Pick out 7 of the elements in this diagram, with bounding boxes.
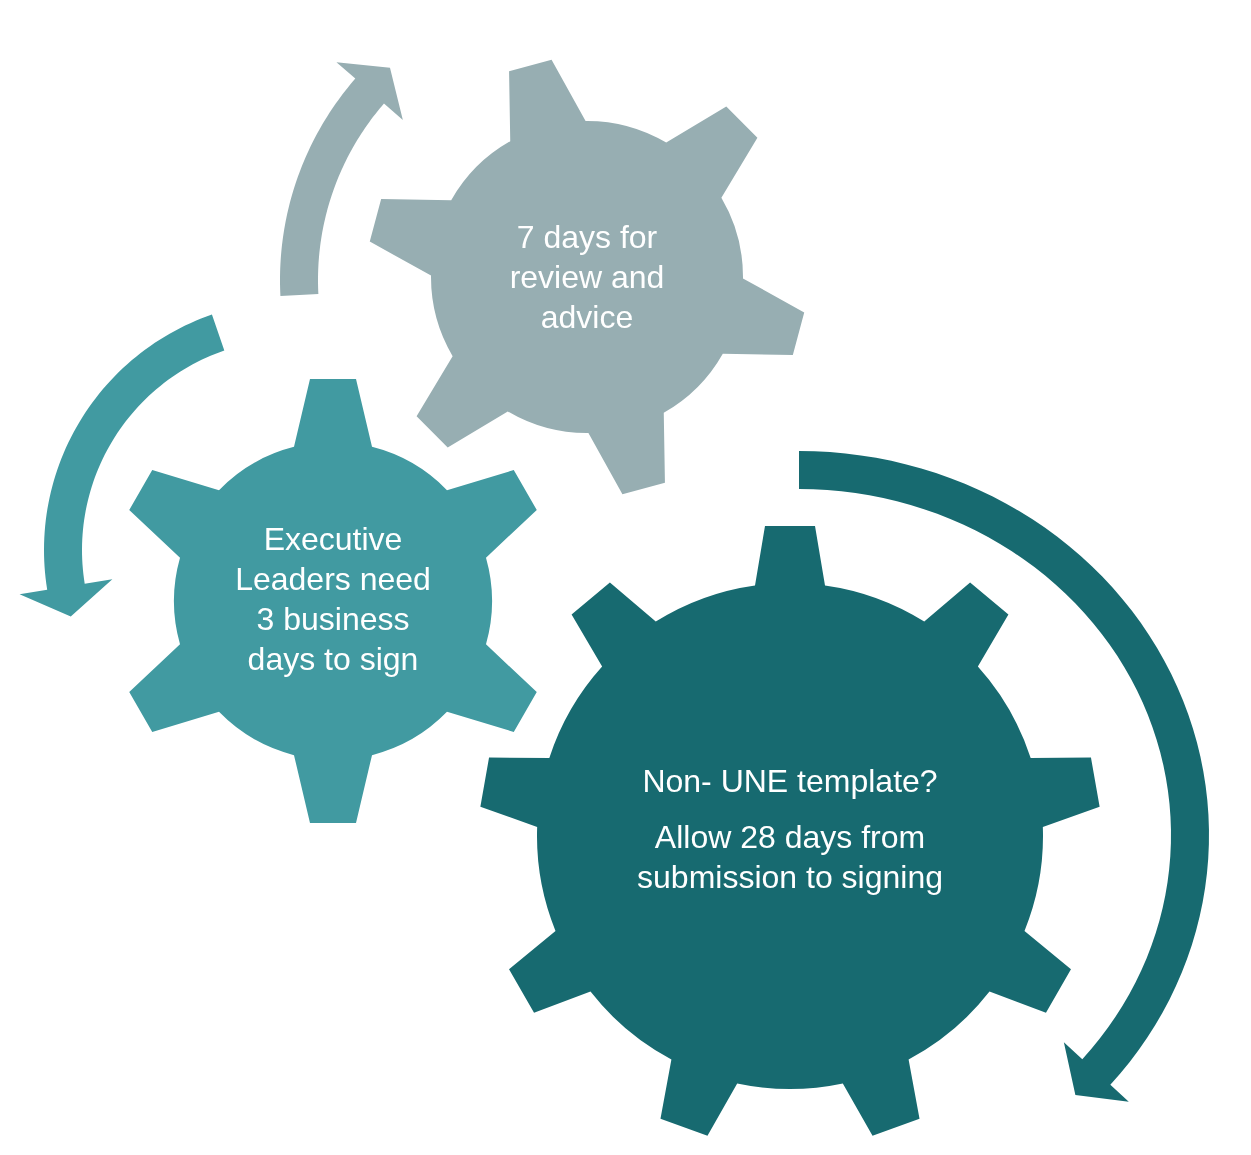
- gear-label: Executive Leaders need 3 business days to sign: [234, 520, 432, 679]
- gear-label: 7 days for review and advice: [508, 218, 666, 337]
- gear-shape: [480, 526, 1100, 1136]
- gear-label: Allow 28 days from submission to signing: [636, 818, 944, 897]
- gear-label: Non- UNE template?: [642, 762, 938, 801]
- gear-shape: [369, 59, 805, 495]
- gear-shape: [129, 379, 537, 823]
